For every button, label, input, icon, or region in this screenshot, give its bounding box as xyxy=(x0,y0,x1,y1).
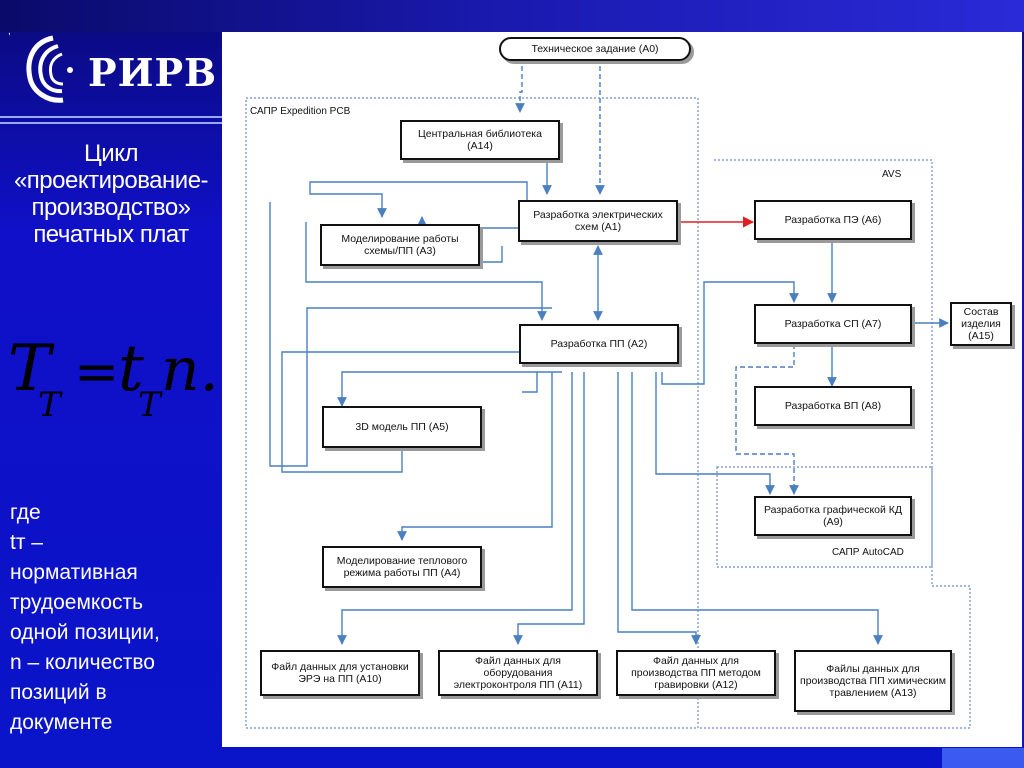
region-label-expedition: САПР Expedition PCB xyxy=(250,106,351,117)
node-a5: 3D модель ПП (А5) xyxy=(322,406,482,448)
logo-tick-mark: , xyxy=(8,26,11,37)
region-autocad xyxy=(716,466,933,568)
formula-t: t xyxy=(118,332,144,406)
legend-line: документе xyxy=(10,711,113,734)
legend-line: трудоемкость xyxy=(10,591,144,614)
legend-line: tт – xyxy=(10,531,43,554)
legend: где tт – нормативная трудоемкость одной … xyxy=(10,498,220,738)
formula-T-sub: T xyxy=(38,385,63,425)
node-a11: Файл данных для оборудования электроконт… xyxy=(438,650,598,696)
divider-bottom xyxy=(0,122,222,124)
region-label-avs: AVS xyxy=(882,169,902,180)
legend-line: n – количество xyxy=(10,651,155,674)
page-title: Цикл «проектирование-производство» печат… xyxy=(13,140,209,248)
node-a3: Моделирование работы схемы/ПП (А3) xyxy=(320,224,480,266)
node-a2: Разработка ПП (А2) xyxy=(519,324,679,364)
legend-line: позиций в xyxy=(10,681,107,704)
node-a15: Состав изделия (А15) xyxy=(950,302,1012,346)
node-a14: Центральная библиотека (А14) xyxy=(400,120,560,160)
node-a12: Файл данных для производства ПП методом … xyxy=(616,650,776,696)
diagram-panel: САПР Expedition PCB AVS САПР AutoCAD Тех… xyxy=(222,32,1022,747)
node-a13: Файлы данных для производства ПП химичес… xyxy=(794,650,952,712)
logo: РИРВ xyxy=(18,30,218,110)
region-avs xyxy=(698,159,971,729)
region-label-autocad: САПР AutoCAD xyxy=(832,547,904,558)
node-a10: Файл данных для установки ЭРЭ на ПП (А10… xyxy=(260,650,420,696)
node-a7: Разработка СП (А7) xyxy=(754,304,912,344)
region-expedition xyxy=(245,97,699,729)
formula-t-sub: T xyxy=(138,385,163,425)
node-a8: Разработка ВП (А8) xyxy=(754,386,912,426)
node-a4: Моделирование теплового режима работы ПП… xyxy=(322,546,482,588)
formula: T T = t T n. xyxy=(8,332,219,425)
node-a6: Разработка ПЭ (А6) xyxy=(754,200,912,240)
divider-top xyxy=(0,116,222,118)
legend-line: одной позиции, xyxy=(10,621,160,644)
formula-n: n. xyxy=(161,335,219,405)
logo-text: РИРВ xyxy=(88,50,218,95)
legend-line: где xyxy=(10,501,41,524)
legend-line: нормативная xyxy=(10,561,138,584)
node-a9: Разработка графической КД (А9) xyxy=(754,496,912,536)
formula-T: T xyxy=(8,332,55,406)
logo-emblem-icon xyxy=(26,35,73,103)
top-banner xyxy=(0,0,1024,32)
formula-equals: = xyxy=(74,340,119,403)
corner-accent xyxy=(942,748,1024,768)
node-a0: Техническое задание (А0) xyxy=(499,37,691,61)
node-a1: Разработка электрических схем (А1) xyxy=(518,200,678,242)
diagram-wires xyxy=(245,58,971,729)
